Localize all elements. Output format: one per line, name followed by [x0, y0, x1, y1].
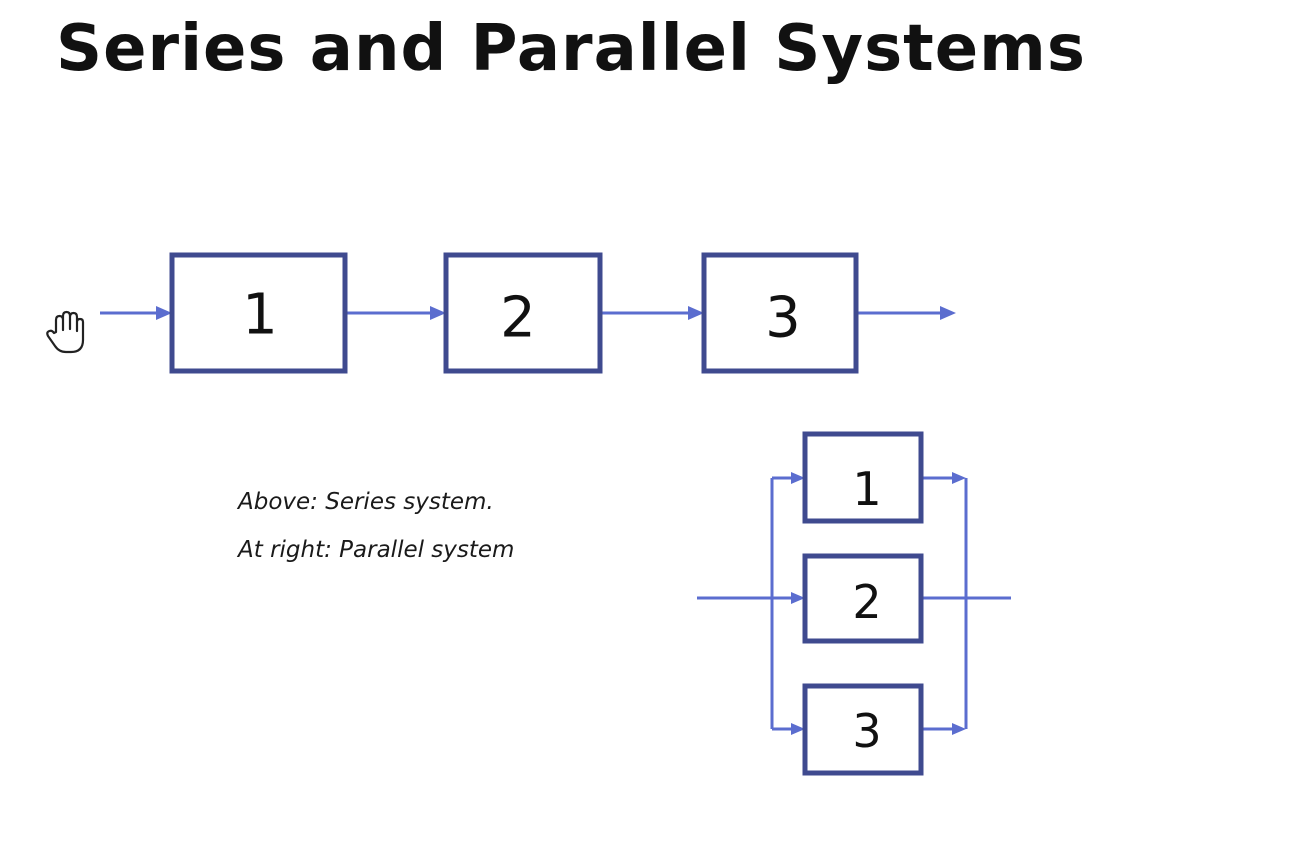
caption-line-parallel: At right: Parallel system: [238, 537, 515, 563]
parallel-arrow-1: [791, 472, 805, 484]
parallel-block-2: [802, 553, 924, 644]
series-block-1: [169, 252, 348, 374]
parallel-arrow-2: [791, 592, 805, 604]
parallel-out-arrow-1: [952, 472, 966, 484]
parallel-block-1: [802, 431, 924, 524]
parallel-block-2-label: 2: [852, 575, 881, 629]
parallel-out-arrow-3: [952, 723, 966, 735]
parallel-arrow-3: [791, 723, 805, 735]
series-block-3: [701, 252, 859, 374]
hand-cursor-icon: [46, 310, 85, 354]
series-block-2-label: 2: [500, 286, 536, 351]
series-block-1-label: 1: [242, 283, 278, 348]
caption: Above: Series system. At right: Parallel…: [238, 478, 514, 574]
series-block-2: [443, 252, 603, 374]
series-input-arrow: [156, 306, 172, 320]
series-block-3-label: 3: [765, 286, 801, 351]
slide-title: Series and Parallel Systems: [56, 12, 1086, 86]
series-arrow-2-3: [688, 306, 704, 320]
caption-line-series: Above: Series system.: [238, 489, 494, 515]
series-arrow-1-2: [430, 306, 446, 320]
parallel-block-3: [802, 683, 924, 776]
series-output-arrow: [940, 306, 956, 320]
parallel-block-1-label: 1: [852, 462, 881, 516]
parallel-system: 1 2 3: [697, 431, 1011, 776]
parallel-block-3-label: 3: [852, 704, 881, 758]
series-system: 1 2 3: [100, 252, 956, 374]
